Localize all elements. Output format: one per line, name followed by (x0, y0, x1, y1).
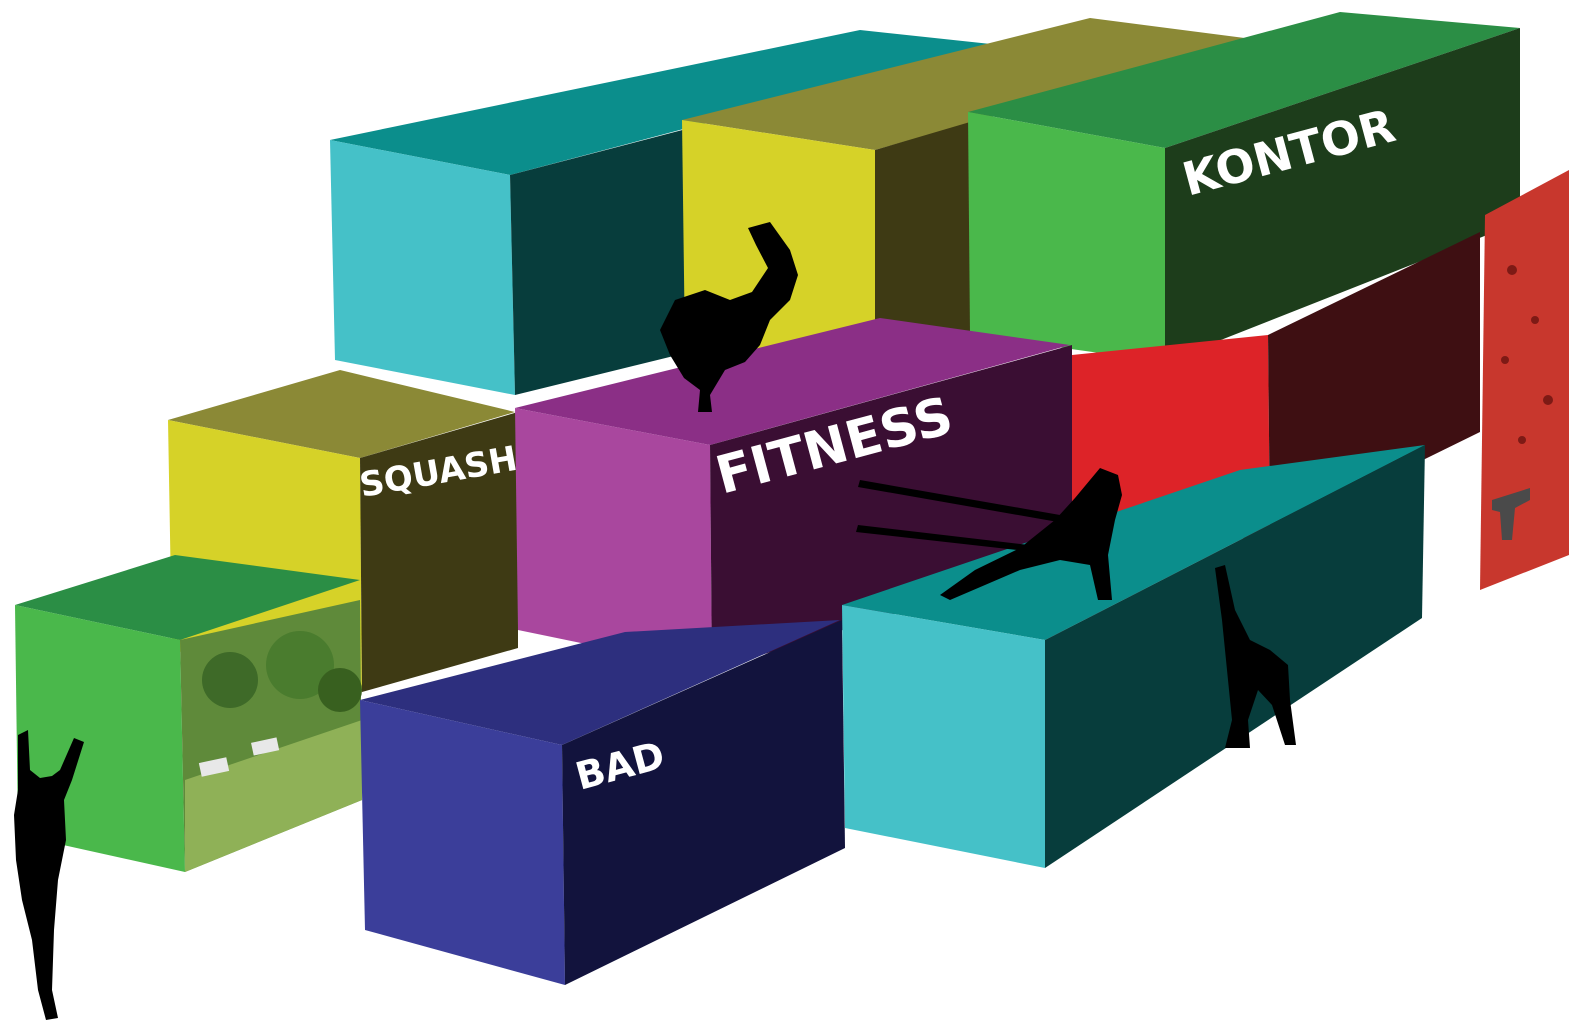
block-teal-back-front (330, 140, 515, 395)
block-bad-front (360, 700, 565, 985)
block-bad: BAD (360, 620, 845, 985)
climbing-wall-panel (1480, 170, 1569, 590)
block-teal-back-side (510, 128, 690, 395)
block-teal-front-front (842, 605, 1045, 868)
block-kontor-front (968, 112, 1165, 362)
climbing-wall (1480, 170, 1569, 590)
